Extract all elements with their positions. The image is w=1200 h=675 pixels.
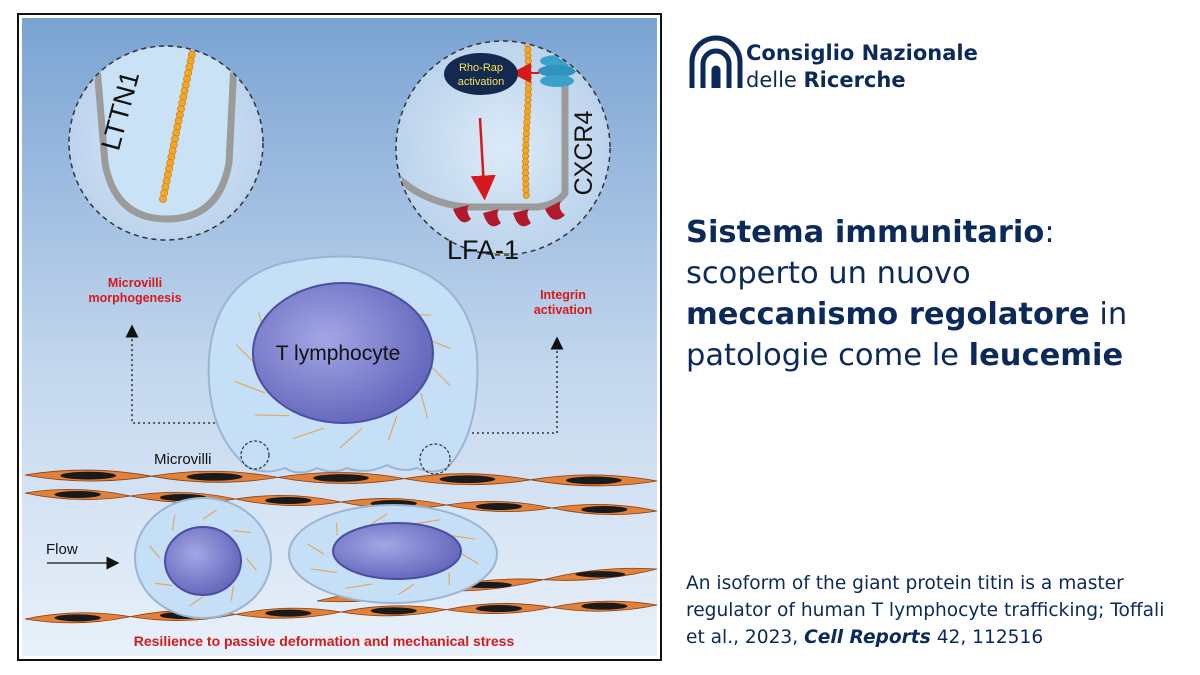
rho-rap-label-2: activation — [458, 76, 504, 88]
filament — [307, 543, 325, 555]
filament — [230, 585, 235, 601]
rho-rap-label-1: Rho-Rap — [459, 62, 503, 74]
microvilli-morphogenesis-label-2: morphogenesis — [88, 291, 181, 305]
flow-label: Flow — [46, 541, 78, 558]
logo-name-line2: delle Ricerche — [746, 67, 978, 94]
filament — [245, 557, 257, 571]
endothelial-nucleus — [581, 506, 628, 513]
filament — [234, 380, 266, 394]
filament — [339, 427, 363, 449]
endothelial-nucleus — [60, 471, 117, 480]
lfa1-integrin-icons — [453, 201, 565, 227]
scientific-figure: LTTN1 Rho-Rap activa — [17, 13, 662, 661]
lfa1-label: LFA-1 — [447, 235, 519, 265]
endothelial-nucleus — [370, 607, 417, 615]
filament — [254, 414, 290, 417]
filament — [448, 534, 476, 540]
headline-colon: : — [1044, 215, 1055, 250]
filament — [461, 553, 479, 565]
filament — [414, 519, 441, 525]
headline-keyword-1: meccanismo regolatore — [686, 297, 1090, 332]
filament — [292, 427, 324, 440]
cxcr4-label: CXCR4 — [570, 111, 598, 196]
filament — [155, 582, 173, 587]
endothelial-nucleus — [54, 491, 101, 498]
endothelial-nucleus — [313, 474, 369, 482]
titin-beads-right — [522, 42, 532, 199]
headline-text-2: in patologie come le — [686, 297, 1128, 373]
microvilli-zoom-circle — [68, 45, 264, 241]
cnr-logo-icon — [689, 35, 743, 88]
endothelial-nucleus — [186, 472, 243, 481]
cxcr4-receptor-icon — [538, 55, 576, 87]
microvilli-focus-circle — [240, 440, 270, 470]
endothelial-nucleus — [439, 475, 496, 484]
endothelial-nucleus — [54, 614, 101, 622]
filament — [149, 545, 161, 559]
citation: An isoform of the giant protein titin is… — [686, 570, 1186, 651]
headline-topic: Sistema immunitario — [686, 215, 1045, 250]
filament — [345, 583, 372, 589]
endothelial-nucleus — [575, 571, 626, 578]
integrin-activation-label-1: Integrin — [540, 288, 586, 302]
microvilli-morphogenesis-label-1: Microvilli — [108, 276, 162, 290]
headline: Sistema immunitario: scoperto un nuovo m… — [686, 212, 1186, 376]
cnr-logo-text: Consiglio Nazionale delle Ricerche — [746, 40, 978, 94]
resilience-caption: Resilience to passive deformation and me… — [134, 633, 515, 649]
citation-volume: 42, 112516 — [930, 627, 1044, 648]
flowing-cell-round — [134, 497, 272, 619]
integrin-zoom-circle: Rho-Rap activation — [395, 40, 611, 256]
filament — [398, 583, 415, 595]
t-lymphocyte-cell — [207, 255, 479, 474]
endothelial-nucleus — [565, 476, 622, 485]
flowing-cell-deformed — [288, 504, 498, 604]
filament — [420, 392, 429, 419]
filament — [371, 513, 388, 525]
headline-text-1: scoperto un nuovo — [686, 256, 971, 291]
endothelial-nucleus — [475, 605, 523, 612]
endothelial-nucleus — [265, 609, 312, 617]
filament — [233, 529, 251, 534]
citation-text: An isoform of the giant protein titin is… — [686, 573, 1165, 648]
logo-name-line1: Consiglio Nazionale — [746, 41, 978, 65]
filament — [189, 596, 204, 607]
t-lymphocyte-label: T lymphocyte — [276, 342, 401, 365]
figure-graphic: LTTN1 Rho-Rap activa — [17, 13, 662, 661]
titin-bead — [522, 191, 530, 199]
t-lymphocyte-nucleus — [252, 282, 434, 424]
filament — [428, 364, 451, 386]
logo-name-line2-b: Ricerche — [803, 68, 906, 92]
integrin-focus-circle — [419, 443, 451, 475]
logo-name-line2-a: delle — [746, 68, 804, 92]
integrin-activation-label-2: activation — [534, 303, 592, 317]
filament — [387, 415, 398, 441]
headline-keyword-2: leucemie — [968, 338, 1124, 373]
endothelial-nucleus — [265, 497, 312, 504]
microvilli-label: Microvilli — [154, 451, 212, 468]
citation-journal: Cell Reports — [804, 627, 931, 648]
rho-rap-bubble — [444, 53, 518, 95]
endothelial-nucleus — [475, 503, 523, 510]
titin-bead — [159, 195, 167, 203]
filament — [310, 568, 338, 574]
endothelial-nucleus — [581, 602, 628, 610]
filament — [171, 515, 176, 531]
endothelium-upper — [24, 469, 658, 515]
filament — [202, 509, 217, 520]
